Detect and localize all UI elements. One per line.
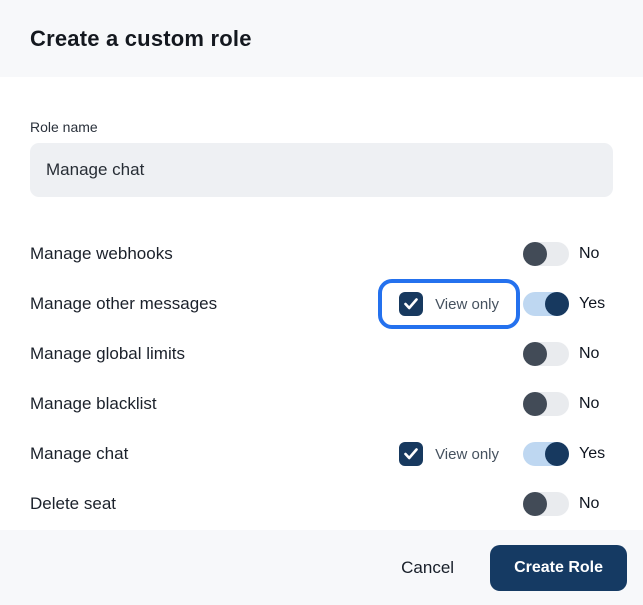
toggle-switch[interactable]: [523, 242, 569, 266]
toggle-switch[interactable]: [523, 292, 569, 316]
permissions-list: Manage webhooks No Manage other messages…: [30, 229, 613, 529]
role-name-input[interactable]: [30, 143, 613, 197]
role-name-label: Role name: [30, 119, 98, 135]
toggle-state-label: No: [579, 245, 600, 262]
view-only-checkbox[interactable]: [399, 442, 424, 466]
toggle-switch[interactable]: [523, 492, 569, 516]
permission-controls: No: [523, 342, 613, 366]
toggle-knob: [545, 292, 569, 316]
toggle-knob: [545, 442, 569, 466]
dialog-body: Role name Manage webhooks No Manage othe…: [0, 77, 643, 530]
toggle-knob: [523, 242, 547, 266]
permission-row: Manage chat View only Yes: [30, 429, 613, 479]
toggle-state-label: Yes: [579, 445, 606, 462]
toggle-state-label: No: [579, 495, 600, 512]
cancel-button[interactable]: Cancel: [399, 550, 456, 586]
dialog-title: Create a custom role: [30, 25, 252, 51]
toggle-state-label: No: [579, 395, 600, 412]
view-only-group: View only: [378, 279, 520, 329]
view-only-checkbox[interactable]: [399, 292, 424, 316]
permission-row: Manage global limits No: [30, 329, 613, 379]
permission-controls: No: [523, 492, 613, 516]
view-only-group: View only: [378, 429, 520, 479]
permission-label: Manage blacklist: [30, 394, 157, 413]
permission-label: Manage global limits: [30, 344, 185, 363]
permission-label: Manage webhooks: [30, 244, 173, 263]
checkmark-icon: [404, 448, 418, 460]
view-only-label: View only: [435, 445, 499, 463]
view-only-label: View only: [435, 295, 499, 313]
permission-row: Delete seat No: [30, 479, 613, 529]
permission-label: Manage other messages: [30, 294, 218, 313]
toggle-switch[interactable]: [523, 342, 569, 366]
toggle-switch[interactable]: [523, 442, 569, 466]
permission-row: Manage webhooks No: [30, 229, 613, 279]
toggle-knob: [523, 392, 547, 416]
permission-controls: View only Yes: [378, 279, 613, 329]
permission-row: Manage blacklist No: [30, 379, 613, 429]
permission-row: Manage other messages View only Yes: [30, 279, 613, 329]
toggle-state-label: Yes: [579, 295, 606, 312]
create-role-button[interactable]: Create Role: [490, 544, 627, 591]
toggle-knob: [523, 492, 547, 516]
checkmark-icon: [404, 298, 418, 310]
dialog-header: Create a custom role: [0, 0, 643, 77]
toggle-knob: [523, 342, 547, 366]
toggle-state-label: No: [579, 345, 600, 362]
permission-controls: No: [523, 392, 613, 416]
permission-controls: No: [523, 242, 613, 266]
permission-label: Manage chat: [30, 444, 129, 463]
toggle-switch[interactable]: [523, 392, 569, 416]
permission-label: Delete seat: [30, 494, 116, 513]
permission-controls: View only Yes: [378, 429, 613, 479]
dialog-footer: Cancel Create Role: [0, 530, 643, 605]
